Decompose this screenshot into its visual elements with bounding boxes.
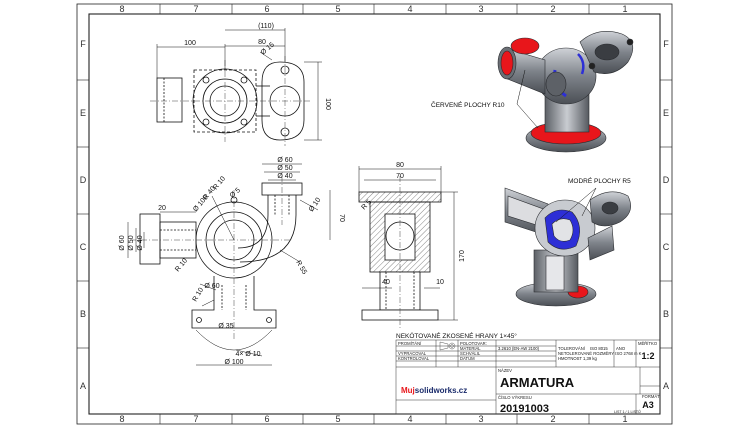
zone-row-A-right: A [663,381,669,391]
zone-row-B-right: B [663,309,669,319]
tb-promitani: PROMÍTÁNÍ [398,341,422,346]
zone-row-B: B [80,309,86,319]
dim-110: (110) [258,23,274,30]
tb-material-label: MATERIÁL [460,346,481,351]
top-view [150,28,322,146]
zone-row-F-right: F [663,39,669,49]
dim-100-right: 100 [324,98,331,110]
dim-bottom-dia35: Ø 35 [218,323,233,330]
iso-view-top [497,31,634,153]
front-view [127,163,331,366]
dim-front-dia10: Ø 10 [308,197,322,214]
tb-netolerovane: NETOLEROVANÉ ROZMĚRY ISO 2768 m K [558,351,642,356]
dim-front-dia5: Ø 5 [229,187,242,200]
zone-row-C-right: C [663,242,670,252]
zone-col-8-bottom: 8 [119,414,124,424]
zone-col-4: 4 [407,4,412,14]
brand-logo: Mujsolidworks.cz [401,386,467,395]
zone-col-7-bottom: 7 [193,414,198,424]
zone-col-2-bottom: 2 [550,414,555,424]
zone-col-1-bottom: 1 [622,414,627,424]
zone-col-2: 2 [550,4,555,14]
dim-bottom-r10: R 10 [192,287,206,303]
dim-front-r55: R 55 [294,260,308,276]
tb-tolerovani: TOLEROVÁNÍ [558,346,586,351]
zone-labels: 8 7 6 5 4 3 2 1 8 7 6 5 4 3 2 1 F E D C … [80,4,670,424]
tb-title: ARMATURA [500,375,575,390]
tb-kontroloval: KONTROLOVAL [398,356,430,361]
tb-list: LIST 1 / 1 LISTŮ [614,409,641,414]
zone-col-7: 7 [193,4,198,14]
dim-front-70: 70 [338,214,345,222]
dim-front-r10-top: R 10 [212,175,227,191]
dim-left-r10: R 10 [174,257,189,273]
sheet-border [76,3,673,425]
zone-row-F: F [80,39,86,49]
zone-col-1: 1 [622,4,627,14]
dim-left-dia40: Ø 40 [137,235,144,250]
tb-hmotnost: HMOTNOST 1,39 kg [558,356,597,361]
top-view-dims: (110) 100 80 Ø 15 100 [184,23,331,110]
tb-cislo: 20191003 [500,403,549,415]
tb-format: A3 [642,400,654,410]
zone-col-6: 6 [264,4,269,14]
dim-side-10: 10 [436,279,444,286]
zone-col-3: 3 [478,4,483,14]
zone-row-A: A [80,381,86,391]
label-red-faces: ČERVENÉ PLOCHY R10 [431,100,505,109]
zone-row-C: C [80,242,87,252]
zone-row-D-right: D [663,175,670,185]
zone-row-E-right: E [663,108,669,118]
dim-front-dia60: Ø 60 [277,157,292,164]
tb-nazev-label: NÁZEV [498,368,512,373]
projection-symbol [439,341,456,351]
zone-col-5: 5 [335,4,340,14]
dim-bottom-dia100: Ø 100 [224,359,243,366]
dim-front-dia50: Ø 50 [277,165,292,172]
general-note: NEKÓTOVANÉ ZKOSENÉ HRANY 1×45° [396,331,517,340]
dim-side-70: 70 [396,173,404,180]
zone-col-6-bottom: 6 [264,414,269,424]
zone-col-8: 8 [119,4,124,14]
brand-prefix: Muj [401,386,415,395]
dim-front-dia40: Ø 40 [277,173,292,180]
zone-row-E: E [80,108,86,118]
dim-100-top: 100 [184,40,196,47]
tb-material: 3.2610 (EN-AW 2100) [498,346,540,351]
tb-meritko-label: MĚŘÍTKO [638,341,658,346]
dim-side-80: 80 [396,162,404,169]
tb-schvalil: SCHVÁLIL [460,351,481,356]
front-view-dims: Ø 60 Ø 50 Ø 40 Ø 100 R 40 R 10 Ø 5 Ø 10 … [119,157,345,366]
tb-datum: DATUM [460,356,475,361]
iso-view-section [504,187,631,307]
label-blue-faces: MODRÉ PLOCHY R5 [568,176,631,185]
tb-meritko: 1:2 [641,351,654,361]
dim-left-dia50: Ø 50 [128,235,135,250]
dim-bottom-holes: 4× Ø 10 [235,351,260,358]
tb-format-label: FORMÁT [642,394,660,399]
dim-left-dia60: Ø 60 [119,235,126,250]
dim-side-40: 40 [382,279,390,286]
zone-col-4-bottom: 4 [407,414,412,424]
zone-col-3-bottom: 3 [478,414,483,424]
dim-front-20: 20 [158,205,166,212]
dim-bottom-dia60: Ø 60 [204,283,219,290]
side-view [358,166,458,330]
zone-row-D: D [80,175,87,185]
tb-cislo-label: ČÍSLO VÝKRESU [498,395,532,400]
dim-80-top: 80 [258,39,266,46]
tb-ano: ANO [616,346,626,351]
tb-polotovar: POLOTOVAR: [460,341,487,346]
zone-col-5-bottom: 5 [335,414,340,424]
tb-tolerovani-value: ISO 8015 [590,346,608,351]
dim-side-170: 170 [459,250,466,262]
tb-vypracoval: VYPRACOVAL [398,351,427,356]
brand-suffix: solidworks.cz [415,386,467,395]
title-block-text: PROMÍTÁNÍ POLOTOVAR: MATERIÁL 3.2610 (EN… [398,341,660,415]
title-block [395,339,661,415]
